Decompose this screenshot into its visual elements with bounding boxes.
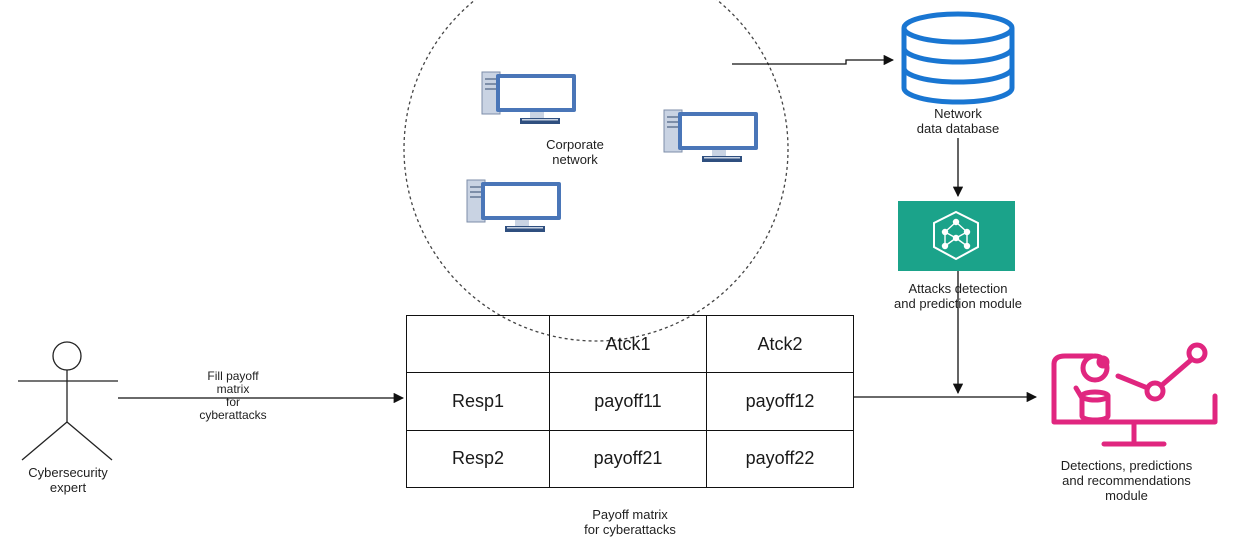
- matrix-row: Resp1 payoff11 payoff12: [406, 372, 854, 431]
- matrix-header-row: Atck1 Atck2: [406, 314, 854, 374]
- person-icon: [18, 341, 118, 461]
- payoff-matrix: Atck1 Atck2 Resp1 payoff11 payoff12 Resp…: [406, 314, 854, 489]
- corporate-network-label: Corporate network: [546, 137, 604, 167]
- corporate-network-boundary: [403, 0, 789, 342]
- edge-network-to-database: [732, 54, 895, 66]
- matrix-cell: payoff11: [549, 372, 707, 431]
- matrix-row-header: Resp1: [406, 372, 550, 431]
- computer-icon: [663, 109, 759, 163]
- matrix-cell: payoff12: [706, 372, 854, 431]
- database-icon: [901, 11, 1015, 105]
- matrix-cell: payoff22: [706, 429, 854, 489]
- analytics-monitor-icon: [1051, 342, 1218, 447]
- ai-network-icon: [898, 201, 1015, 271]
- matrix-header-cell: Atck2: [706, 314, 854, 374]
- results-module-label: Detections, predictions and recommendati…: [1060, 458, 1193, 503]
- matrix-header-cell: Atck1: [549, 314, 707, 374]
- matrix-caption: Payoff matrix for cyberattacks: [584, 507, 676, 537]
- matrix-row-header: Resp2: [406, 429, 550, 489]
- expert-label: Cybersecurity expert: [28, 465, 108, 495]
- computer-icon: [481, 71, 577, 125]
- matrix-cell: payoff21: [549, 429, 707, 489]
- computer-icon: [466, 179, 562, 233]
- edge-label-fill-matrix: Fill payoff matrix for cyberattacks: [199, 369, 267, 422]
- attack-module-label: Attacks detection and prediction module: [894, 281, 1022, 311]
- matrix-row: Resp2 payoff21 payoff22: [406, 429, 854, 489]
- matrix-corner-cell: [406, 314, 550, 374]
- database-label: Network data database: [916, 106, 1000, 136]
